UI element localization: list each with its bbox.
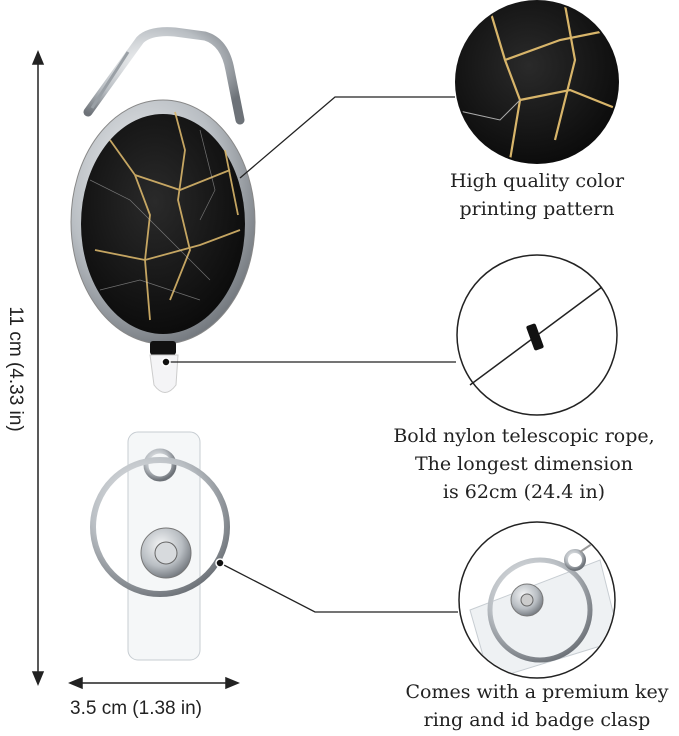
caption-line: High quality color xyxy=(449,170,625,192)
caption-line: is 62cm (24.4 in) xyxy=(442,481,606,503)
caption-line: printing pattern xyxy=(459,198,615,220)
caption-line: Comes with a premium key xyxy=(405,681,669,703)
caption-line: The longest dimension xyxy=(414,453,634,475)
callout-caption-rope: Bold nylon telescopic rope, The longest … xyxy=(374,422,674,506)
callout-lines xyxy=(166,96,458,613)
marble-face xyxy=(81,114,245,334)
width-dimension-arrow xyxy=(68,676,240,690)
height-label: 11 cm (4.33 in) xyxy=(5,306,26,432)
callout-caption-pattern: High quality color printing pattern xyxy=(387,167,679,223)
key-ring-detail-circle xyxy=(458,521,616,679)
caption-line: ring and id badge clasp xyxy=(423,709,651,731)
callout-caption-clasp: Comes with a premium key ring and id bad… xyxy=(387,678,679,734)
height-dimension-arrow xyxy=(31,50,45,686)
marble-pattern-detail-circle xyxy=(455,0,619,164)
caption-line: Bold nylon telescopic rope, xyxy=(393,425,655,447)
nylon-rope-detail-circle xyxy=(456,254,618,416)
badge-reel xyxy=(70,27,256,661)
width-label: 3.5 cm (1.38 in) xyxy=(70,698,202,719)
